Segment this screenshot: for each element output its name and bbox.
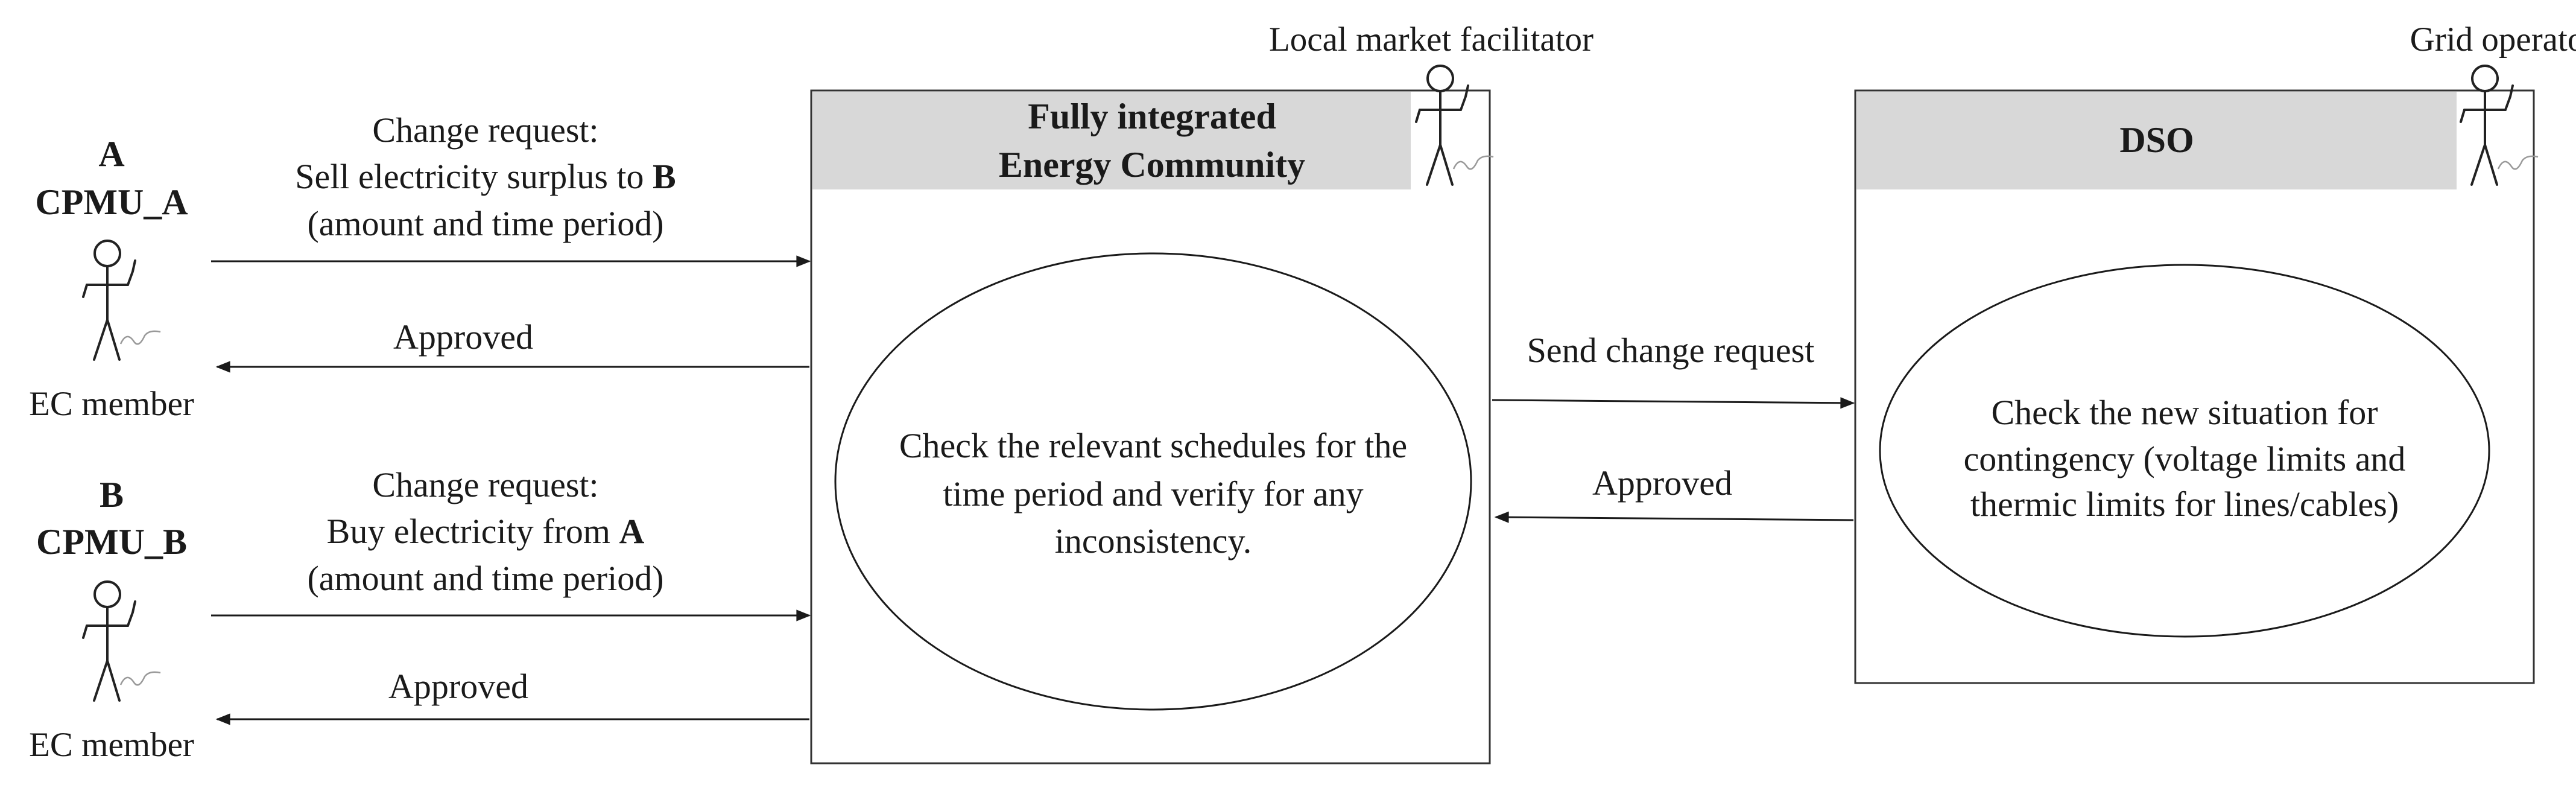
actor-a-name: CPMU_A (35, 182, 188, 222)
send-to-dso-label: Send change request (1527, 331, 1815, 370)
request-a-line2-target: B (653, 157, 676, 196)
energy-community-header (812, 92, 1411, 189)
request-a-line3: (amount and time period) (307, 204, 663, 243)
actor-a-stick-figure-icon (82, 240, 162, 361)
actor-b-name: CPMU_B (36, 522, 187, 562)
message-approved-dso: Approved (1494, 463, 1854, 523)
energy-community-process-line1: Check the relevant schedules for the (899, 426, 1407, 465)
actor-b-letter: B (100, 475, 124, 515)
energy-community-title-line1: Fully integrated (1028, 97, 1276, 136)
actor-a-letter: A (98, 134, 124, 174)
energy-community-process (834, 252, 1472, 711)
energy-community-process-line3: inconsistency. (1055, 521, 1252, 561)
dso-process-line2: contingency (voltage limits and (1964, 439, 2406, 478)
request-b-line1: Change request: (372, 465, 598, 504)
actor-member-a: A CPMU_A EC member (29, 134, 194, 423)
dso-process (1879, 264, 2490, 638)
message-send-to-dso: Send change request (1492, 331, 1855, 409)
actor-a-role: EC member (29, 385, 194, 423)
request-a-line2-text: Sell electricity surplus to (295, 157, 653, 196)
facilitator-role: Local market facilitator (1269, 21, 1593, 59)
approved-b-label: Approved (388, 667, 528, 706)
actor-grid-operator: Grid operator (2410, 21, 2576, 186)
energy-community-box: Fully integrated Energy Community Check … (810, 89, 1491, 764)
approved-dso-label: Approved (1592, 463, 1732, 503)
request-a-line1: Change request: (372, 110, 598, 150)
approved-a-label: Approved (393, 317, 533, 357)
actor-member-b: B CPMU_B EC member (29, 475, 194, 764)
approved-dso-arrow (1494, 511, 1854, 523)
actor-b-role: EC member (29, 726, 194, 764)
message-request-a: Change request: Sell electricity surplus… (211, 110, 811, 267)
dso-box: DSO Check the new situation for continge… (1854, 89, 2535, 684)
request-b-line3: (amount and time period) (307, 559, 663, 598)
request-a-line2: Sell electricity surplus to B (295, 157, 676, 196)
actor-facilitator: Local market facilitator (1269, 21, 1593, 186)
grid-operator-role: Grid operator (2410, 21, 2576, 59)
actor-b-stick-figure-icon (82, 580, 162, 702)
energy-community-title-line2: Energy Community (999, 145, 1305, 185)
message-approved-a: Approved (215, 317, 809, 373)
dso-header (1856, 92, 2457, 189)
request-b-line2-target: A (619, 512, 644, 551)
request-b-line2: Buy electricity from A (327, 512, 645, 551)
energy-community-process-line2: time period and verify for any (943, 474, 1363, 513)
send-to-dso-arrow (1492, 397, 1855, 409)
dso-process-line1: Check the new situation for (1991, 393, 2378, 432)
message-approved-b: Approved (215, 667, 809, 725)
request-b-line2-text: Buy electricity from (327, 512, 619, 551)
dso-process-line3: thermic limits for lines/cables) (1970, 485, 2399, 524)
message-request-b: Change request: Buy electricity from A (… (211, 465, 811, 621)
dso-title: DSO (2119, 120, 2194, 160)
